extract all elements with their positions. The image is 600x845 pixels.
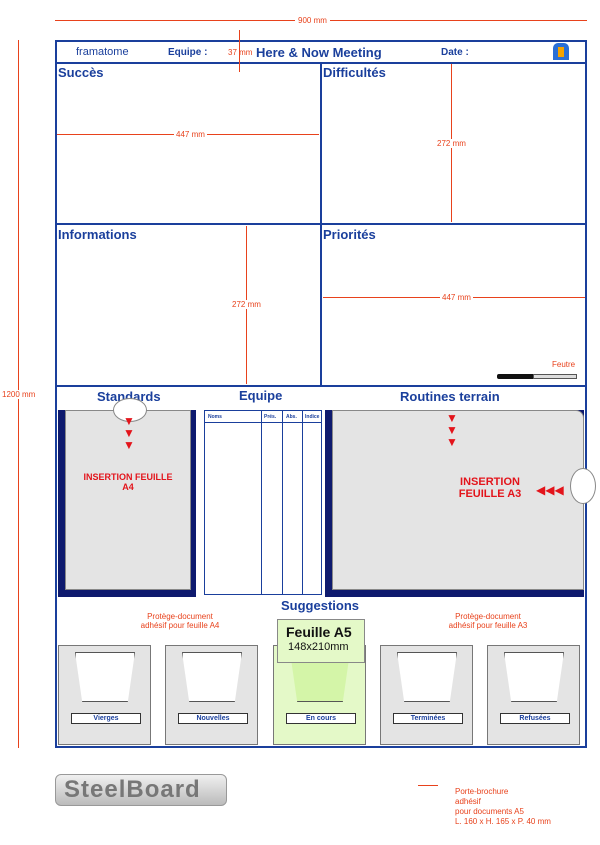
insert-arrows-left-icon: ◀◀◀ xyxy=(536,483,564,497)
steelboard-badge-icon xyxy=(553,43,569,60)
col-present: Prés. xyxy=(264,414,277,420)
panel-difficulties-title: Difficultés xyxy=(323,65,386,80)
team-label: Equipe : xyxy=(168,47,208,58)
date-label: Date : xyxy=(441,47,469,58)
holder-finished[interactable]: Terminées xyxy=(380,645,473,745)
holder-blank[interactable]: Vierges xyxy=(58,645,151,745)
pocket-notch xyxy=(113,398,147,422)
panel-information-title: Informations xyxy=(58,227,137,242)
routines-title: Routines terrain xyxy=(400,389,500,404)
panel-priorities-title: Priorités xyxy=(323,227,376,242)
meeting-title: Here & Now Meeting xyxy=(256,45,382,60)
standards-note: Protège-document adhésif pour feuille A4 xyxy=(140,612,220,630)
col-names: Noms xyxy=(208,414,222,420)
col-absent: Abs. xyxy=(286,414,297,420)
routines-note: Protège-document adhésif pour feuille A3 xyxy=(448,612,528,630)
standards-title: Standards xyxy=(97,389,161,404)
team-table: Noms Prés. Abs. Indice xyxy=(204,410,322,595)
marker-label: Feutre xyxy=(552,360,576,369)
height-dimension: 1200 mm xyxy=(2,390,36,399)
standards-insertion: INSERTION FEUILLE A4 xyxy=(83,472,173,492)
framatome-logo: framatome xyxy=(76,46,129,58)
board xyxy=(55,40,587,748)
panel-height-dimension: 272 mm xyxy=(437,139,466,148)
suggestions-title: Suggestions xyxy=(281,598,360,613)
holder-new[interactable]: Nouvelles xyxy=(165,645,258,745)
header-dimension-line xyxy=(239,30,240,72)
routines-pocket[interactable] xyxy=(332,410,584,590)
panel-success-title: Succès xyxy=(58,65,104,80)
standards-pocket[interactable] xyxy=(65,410,191,590)
insert-arrows-icon: ▼▼▼ xyxy=(123,414,135,452)
a5-sheet: Feuille A5 148x210mm xyxy=(277,619,365,663)
header-dimension: 37 mm xyxy=(228,48,253,57)
team-title: Equipe xyxy=(239,388,283,403)
panel-width-dimension: 447 mm xyxy=(174,130,207,139)
panel-height-dimension-2: 272 mm xyxy=(232,300,261,309)
note-leader xyxy=(418,785,438,786)
marker-pen-icon xyxy=(497,374,577,379)
width-dimension: 900 mm xyxy=(295,16,330,25)
section-divider xyxy=(55,385,587,387)
pocket-notch-side xyxy=(570,468,596,504)
routines-insertion: INSERTION FEUILLE A3 xyxy=(458,476,522,500)
holder-refused[interactable]: Refusées xyxy=(487,645,580,745)
insert-arrows-down-icon: ▼▼▼ xyxy=(446,411,458,449)
steelboard-logo: SteelBoard xyxy=(55,774,227,806)
panel-width-dimension-2: 447 mm xyxy=(440,293,473,302)
col-index: Indice xyxy=(305,414,320,420)
row-divider xyxy=(55,223,587,225)
